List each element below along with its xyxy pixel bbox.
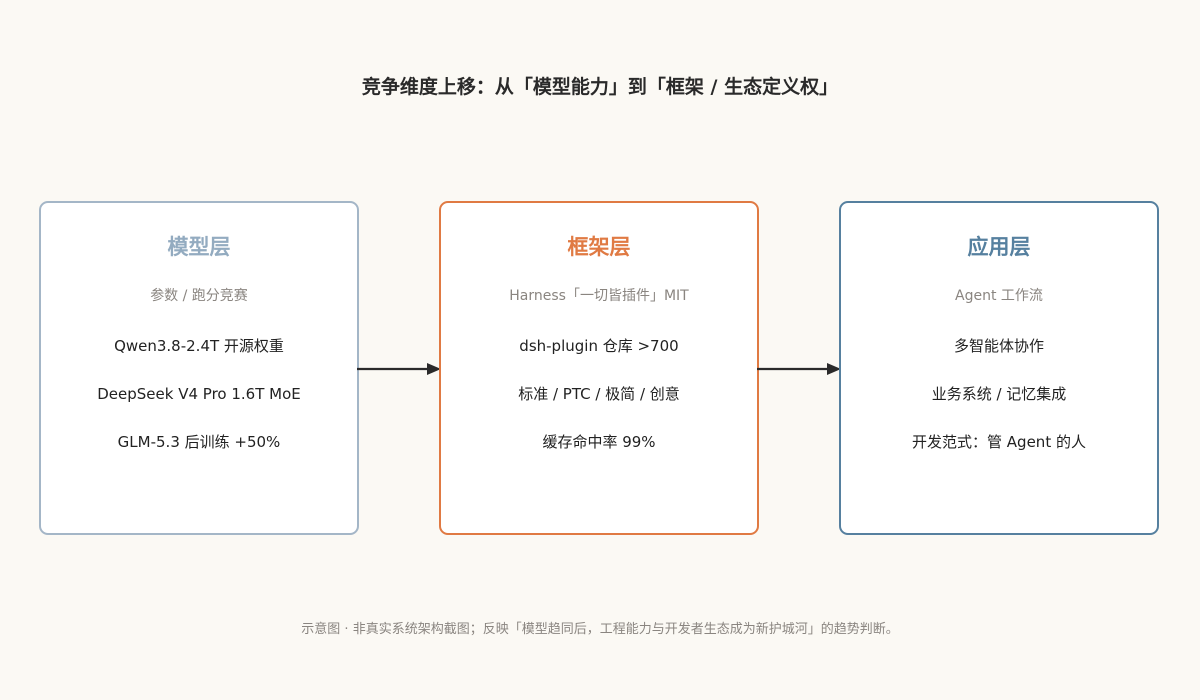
footnote: 示意图 · 非真实系统架构截图；反映「模型趋同后，工程能力与开发者生态成为新护城… [301, 622, 899, 637]
list-item: 多智能体协作 [953, 337, 1044, 355]
framework-layer-items: dsh-plugin 仓库 >700 标准 / PTC / 极简 / 创意 缓存… [441, 335, 757, 479]
framework-layer-subtitle: Harness「一切皆插件」MIT [509, 288, 689, 304]
model-layer-subtitle: 参数 / 跑分竞赛 [150, 288, 248, 304]
arrow-model-to-framework [357, 363, 441, 375]
framework-layer-heading: 框架层 [567, 235, 631, 259]
application-layer-items: 多智能体协作 业务系统 / 记忆集成 开发范式：管 Agent 的人 [841, 335, 1157, 479]
list-item: DeepSeek V4 Pro 1.6T MoE [97, 385, 301, 403]
list-item: Qwen3.8-2.4T 开源权重 [114, 337, 284, 355]
application-layer-box: 应用层 Agent 工作流 多智能体协作 业务系统 / 记忆集成 开发范式：管 … [839, 201, 1159, 535]
application-layer-subtitle: Agent 工作流 [955, 288, 1043, 304]
diagram-title: 竞争维度上移：从「模型能力」到「框架 / 生态定义权」 [361, 76, 839, 98]
list-item: 标准 / PTC / 极简 / 创意 [518, 385, 680, 403]
model-layer-items: Qwen3.8-2.4T 开源权重 DeepSeek V4 Pro 1.6T M… [41, 335, 357, 479]
list-item: 缓存命中率 99% [542, 433, 656, 451]
list-item: 开发范式：管 Agent 的人 [912, 433, 1086, 451]
list-item: GLM-5.3 后训练 +50% [117, 433, 281, 451]
model-layer-box: 模型层 参数 / 跑分竞赛 Qwen3.8-2.4T 开源权重 DeepSeek… [39, 201, 359, 535]
list-item: 业务系统 / 记忆集成 [931, 385, 1067, 403]
framework-layer-box: 框架层 Harness「一切皆插件」MIT dsh-plugin 仓库 >700… [439, 201, 759, 535]
list-item: dsh-plugin 仓库 >700 [519, 337, 679, 355]
model-layer-heading: 模型层 [167, 235, 231, 259]
arrow-framework-to-application [757, 363, 841, 375]
application-layer-heading: 应用层 [967, 235, 1031, 259]
